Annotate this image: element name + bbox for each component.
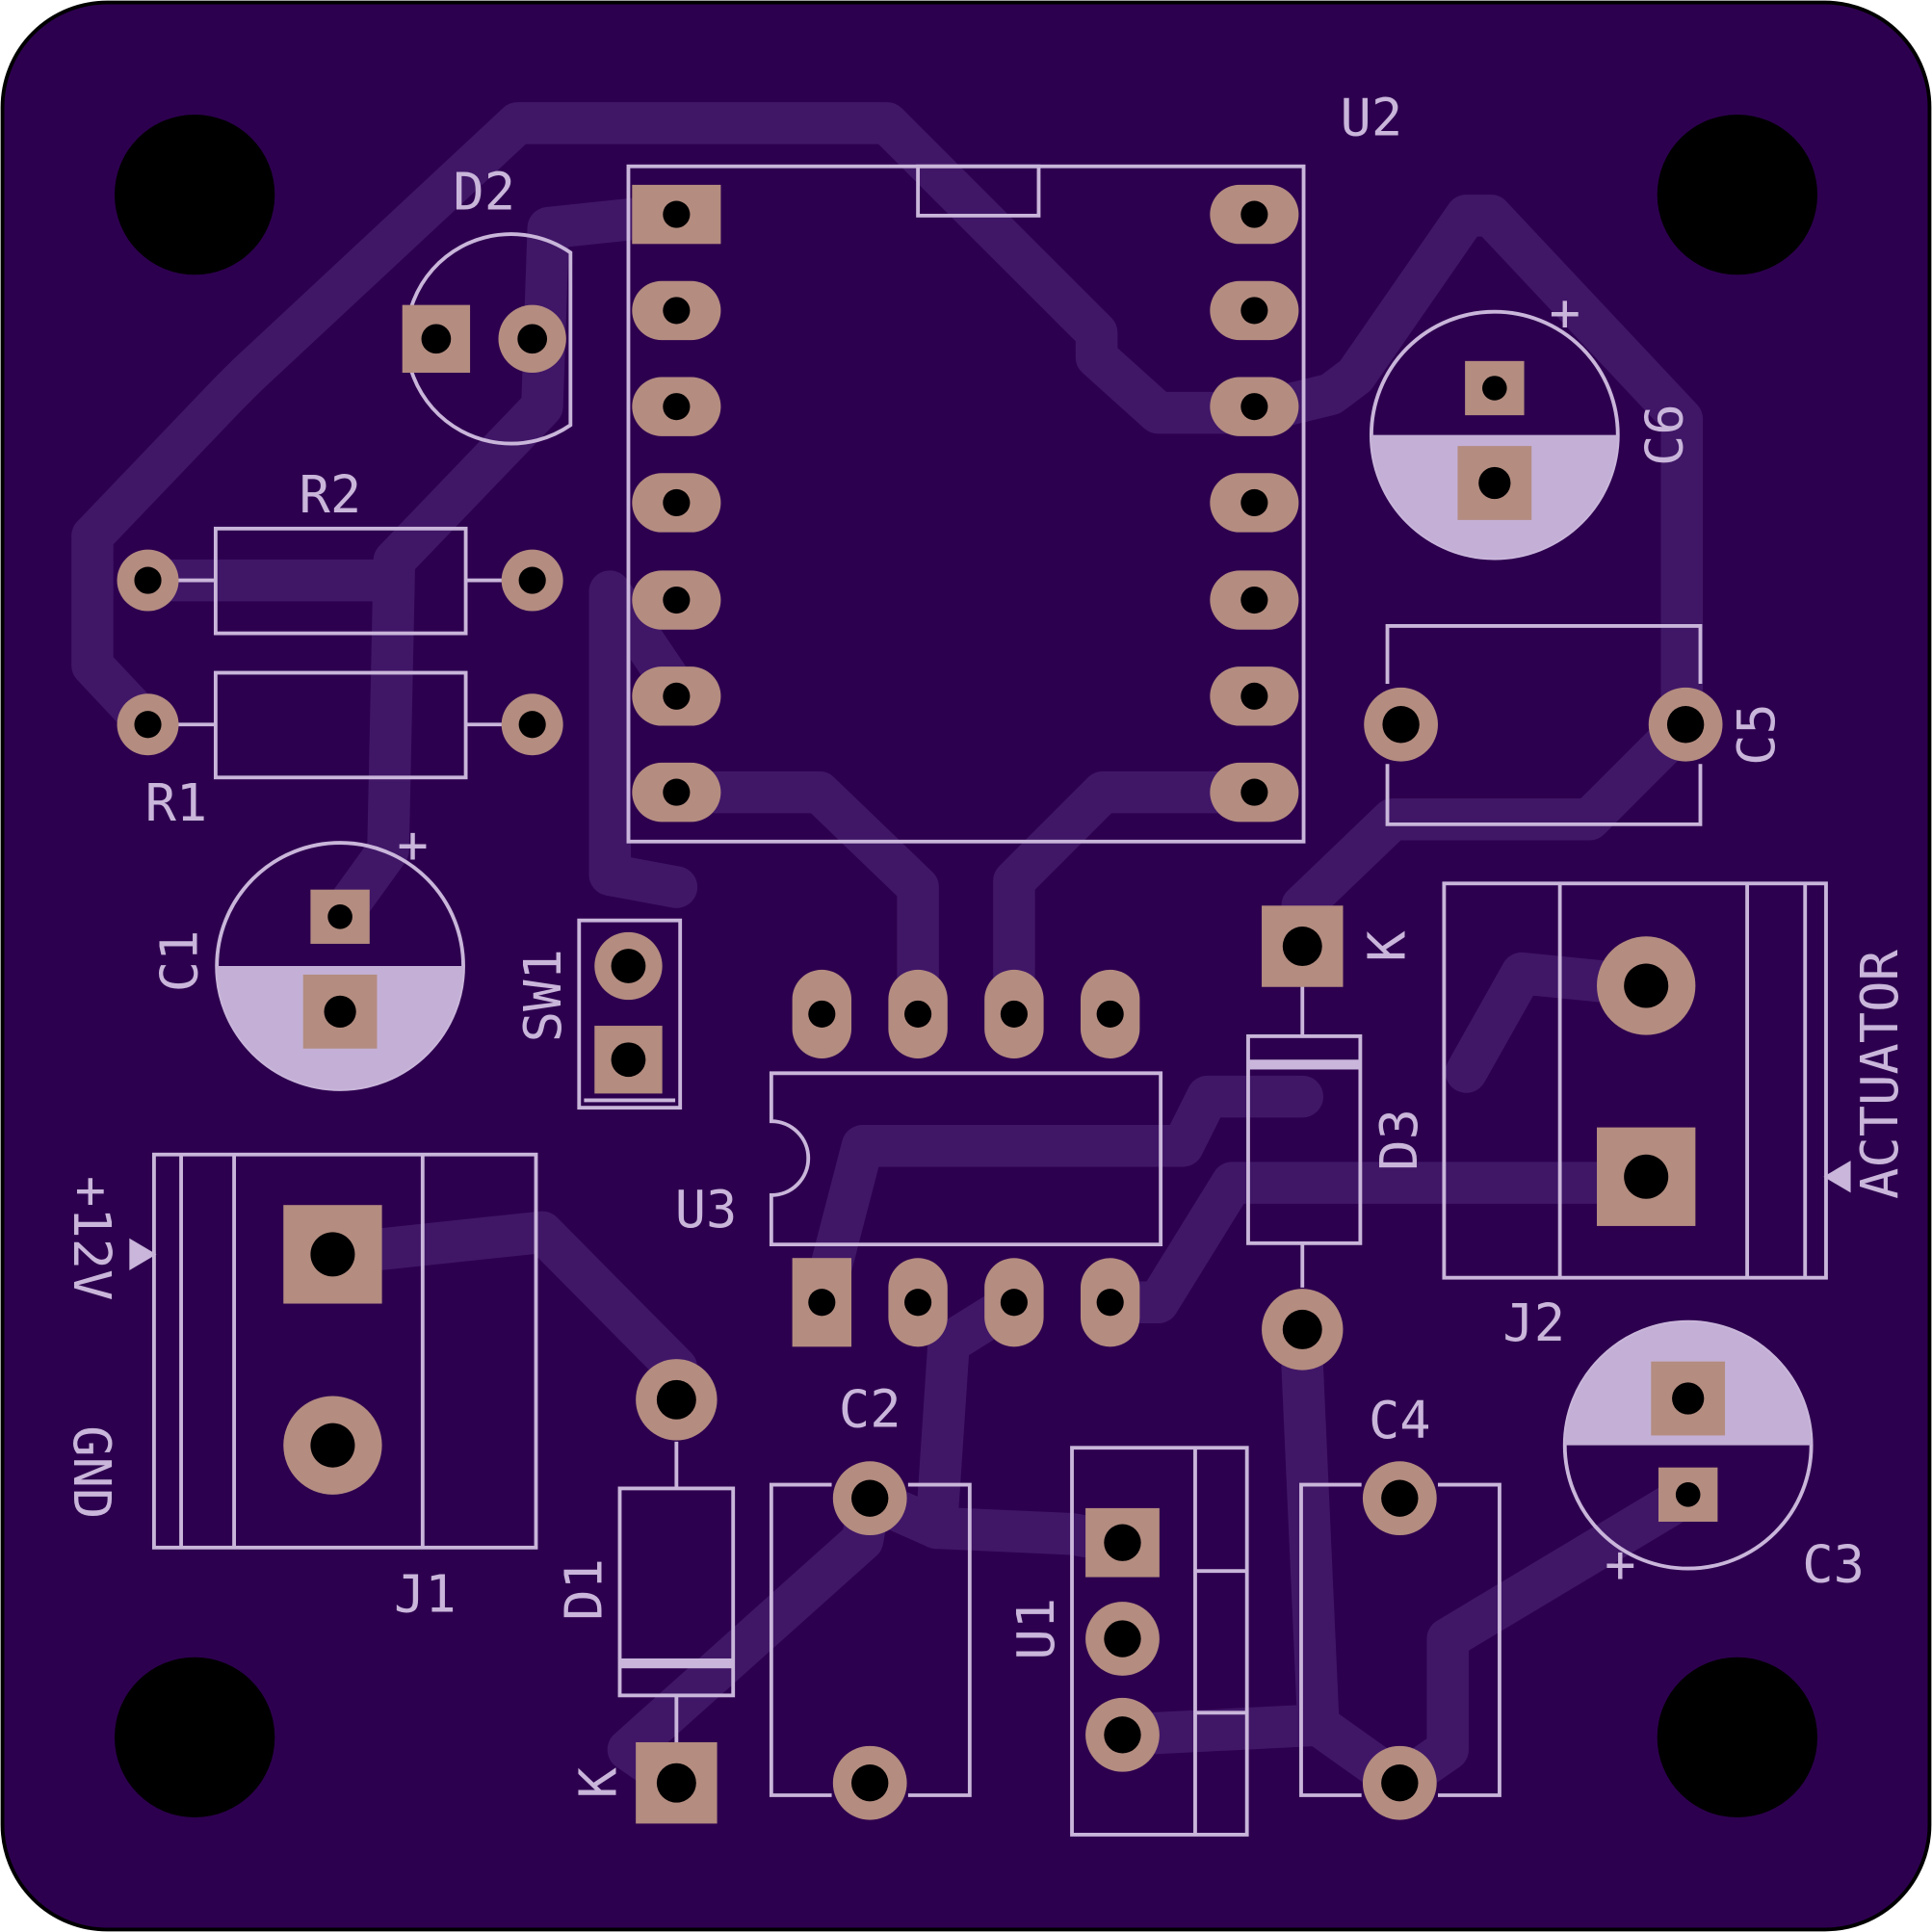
mounting-hole bbox=[1657, 114, 1818, 275]
drill-hole bbox=[518, 566, 546, 594]
drill-hole bbox=[518, 711, 546, 739]
drill-hole bbox=[851, 1764, 889, 1802]
drill-hole bbox=[310, 1232, 355, 1277]
drill-hole bbox=[327, 904, 352, 929]
label-j2: J2 bbox=[1502, 1292, 1565, 1353]
drill-hole bbox=[663, 393, 691, 421]
sw1-outline bbox=[577, 918, 683, 1110]
drill-hole bbox=[663, 778, 691, 806]
j2-pin1-marker bbox=[1823, 1161, 1851, 1193]
drill-hole bbox=[1282, 1309, 1322, 1349]
label-d1-cathode: K bbox=[568, 1766, 629, 1798]
label-d2: D2 bbox=[453, 161, 515, 222]
label-r2: R2 bbox=[300, 464, 362, 525]
c2-outline bbox=[769, 1482, 972, 1797]
drill-hole bbox=[1381, 1764, 1419, 1802]
label-u3: U3 bbox=[675, 1179, 738, 1240]
label-r1: R1 bbox=[145, 772, 208, 833]
drill-hole bbox=[1240, 200, 1268, 228]
label-gnd: GND bbox=[62, 1425, 122, 1519]
label-d3: D3 bbox=[1369, 1109, 1429, 1171]
label-c5: C5 bbox=[1726, 703, 1787, 766]
drill-hole bbox=[663, 200, 691, 228]
drill-hole bbox=[1382, 706, 1420, 744]
drill-hole bbox=[310, 1423, 355, 1468]
drill-hole bbox=[1624, 1154, 1669, 1199]
drill-hole bbox=[904, 1000, 932, 1028]
drill-hole bbox=[851, 1479, 889, 1517]
label-d3-cathode: K bbox=[1356, 930, 1417, 962]
drill-hole bbox=[134, 711, 162, 739]
drill-hole bbox=[421, 324, 452, 354]
drill-hole bbox=[1000, 1289, 1028, 1317]
label-u1: U1 bbox=[1005, 1598, 1066, 1660]
drill-hole bbox=[1104, 1524, 1141, 1561]
label-c1: C1 bbox=[149, 930, 210, 993]
drill-hole bbox=[1096, 1000, 1124, 1028]
drill-hole bbox=[663, 297, 691, 325]
label-c6-plus: + bbox=[1550, 282, 1580, 343]
reference-labels: U2 D2 R2 R1 C1 + SW1 U3 C6 + C5 D3 K J2 … bbox=[62, 88, 1910, 1799]
drill-hole bbox=[808, 1000, 836, 1028]
mounting-hole bbox=[1657, 1657, 1818, 1818]
c4-outline bbox=[1299, 1482, 1501, 1797]
drill-hole bbox=[663, 488, 691, 517]
drill-hole bbox=[656, 1762, 696, 1803]
drill-hole bbox=[1675, 1482, 1701, 1507]
u1-outline bbox=[1070, 1446, 1249, 1837]
drill-hole bbox=[611, 1042, 646, 1078]
drill-hole bbox=[1478, 466, 1511, 500]
label-j1: J1 bbox=[394, 1563, 457, 1624]
drill-hole bbox=[663, 586, 691, 614]
j2-outline bbox=[1442, 881, 1828, 1280]
c5-outline bbox=[1385, 623, 1703, 826]
label-c1-plus: + bbox=[397, 815, 428, 875]
label-d1: D1 bbox=[553, 1558, 614, 1621]
u2-notch bbox=[916, 164, 1041, 218]
drill-hole bbox=[1240, 778, 1268, 806]
label-plus-12v: +12V bbox=[62, 1176, 122, 1300]
mounting-hole bbox=[114, 1657, 275, 1818]
traces bbox=[71, 102, 1710, 1804]
drill-hole bbox=[517, 324, 548, 354]
u3-outline bbox=[769, 1071, 1163, 1247]
drill-hole bbox=[134, 566, 162, 594]
drill-hole bbox=[1000, 1000, 1028, 1028]
drill-hole bbox=[1482, 376, 1507, 401]
drill-hole bbox=[663, 682, 691, 710]
pads bbox=[117, 184, 1726, 1824]
drill-hole bbox=[1282, 927, 1322, 966]
j1-pin1-marker bbox=[129, 1238, 157, 1270]
label-c4: C4 bbox=[1369, 1390, 1431, 1450]
drill-hole bbox=[1096, 1289, 1124, 1317]
drill-hole bbox=[656, 1379, 696, 1420]
drill-hole bbox=[1104, 1620, 1141, 1658]
drill-hole bbox=[324, 995, 356, 1028]
mounting-hole bbox=[114, 114, 275, 275]
label-actuator: ACTUATOR bbox=[1849, 950, 1910, 1199]
label-u2: U2 bbox=[1341, 88, 1403, 148]
label-c3: C3 bbox=[1802, 1534, 1865, 1595]
drill-hole bbox=[1240, 488, 1268, 517]
mounting-holes bbox=[114, 114, 1818, 1818]
label-sw1: SW1 bbox=[512, 949, 573, 1042]
label-c3-plus: + bbox=[1605, 1534, 1635, 1595]
d3-outline bbox=[1246, 1034, 1363, 1245]
label-c6: C6 bbox=[1633, 404, 1694, 466]
label-c2: C2 bbox=[839, 1378, 901, 1439]
drill-hole bbox=[808, 1289, 836, 1317]
drill-hole bbox=[1104, 1716, 1141, 1754]
drill-hole bbox=[1666, 706, 1705, 744]
drill-hole bbox=[1381, 1479, 1419, 1517]
drill-hole bbox=[1624, 963, 1669, 1008]
drill-hole bbox=[1240, 682, 1268, 710]
drill-hole bbox=[1240, 586, 1268, 614]
drill-hole bbox=[1672, 1382, 1705, 1415]
drill-hole bbox=[1240, 297, 1268, 325]
drill-hole bbox=[611, 949, 646, 983]
drill-hole bbox=[904, 1289, 932, 1317]
drill-hole bbox=[1240, 393, 1268, 421]
j1-outline bbox=[151, 1152, 538, 1550]
